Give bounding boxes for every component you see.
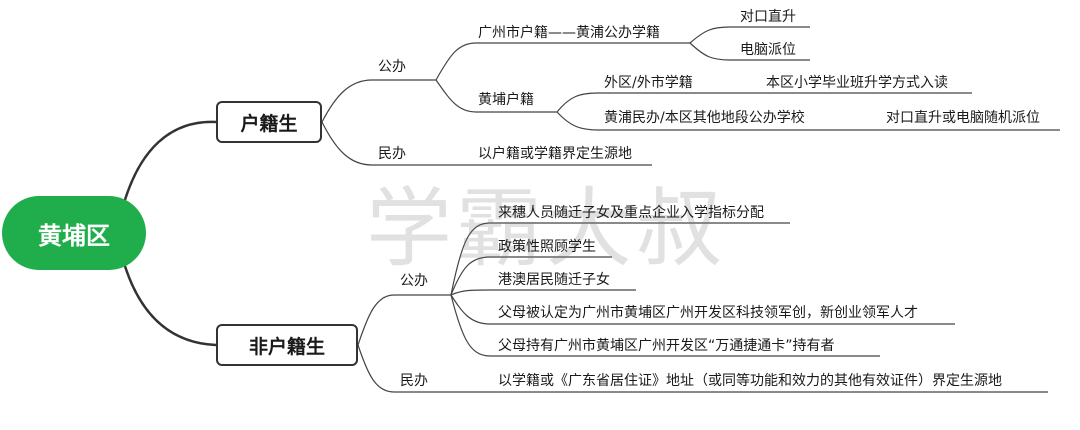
branch-connectors	[321, 26, 1060, 393]
connector-huji-minban	[321, 121, 466, 166]
leaf-feihuji-minban-detail[interactable]: 以学籍或《广东省居住证》地址（或同等功能和效力的其他有效证件）界定生源地	[498, 373, 1002, 389]
connector-root-feihuji	[122, 262, 217, 347]
node-huji[interactable]: 户籍生	[216, 101, 322, 143]
connector-huji-gongban	[321, 79, 436, 123]
node-huangpu-minban[interactable]: 黄浦民办/本区其他地段公办学校	[604, 110, 805, 126]
node-huangpu-huji[interactable]: 黄埔户籍	[478, 92, 534, 108]
connector-guangzhou-item2	[689, 42, 810, 61]
node-feihuji-gongban[interactable]: 公办	[400, 273, 428, 289]
leaf-gongban-item-4[interactable]: 父母被认定为广州市黄埔区广州开发区科技领军创，新创业领军人才	[498, 305, 918, 321]
leaf-minban-detail[interactable]: 对口直升或电脑随机派位	[886, 110, 1040, 126]
node-feihuji[interactable]: 非户籍生	[216, 324, 358, 366]
leaf-duikou-zhisheng[interactable]: 对口直升	[740, 9, 796, 25]
node-waiqu-xueji[interactable]: 外区/外市学籍	[604, 75, 693, 91]
leaf-gongban-item-3[interactable]: 港澳居民随迁子女	[498, 272, 610, 288]
leaf-diannao-paiwei[interactable]: 电脑派位	[740, 42, 796, 58]
leaf-gongban-item-1[interactable]: 来穗人员随迁子女及重点企业入学指标分配	[498, 205, 764, 221]
connector-gongban-guangzhou	[435, 42, 690, 81]
node-huji-minban[interactable]: 民办	[378, 146, 406, 162]
leaf-waiqu-detail[interactable]: 本区小学毕业班升学方式入读	[766, 75, 948, 91]
leaf-gongban-item-5[interactable]: 父母持有广州市黄埔区广州开发区“万通捷通卡”持有者	[498, 338, 835, 354]
connector-gongban-item2	[450, 256, 612, 296]
leaf-huji-minban-detail[interactable]: 以户籍或学籍界定生源地	[478, 146, 632, 162]
root-connectors	[122, 120, 217, 347]
connector-feihuji-gongban	[357, 294, 451, 346]
connector-gongban-item3	[450, 289, 636, 296]
node-guangzhou-huji[interactable]: 广州市户籍——黄浦公办学籍	[478, 25, 660, 41]
node-huji-gongban[interactable]: 公办	[378, 59, 406, 75]
connector-huangpu-waiqu	[556, 92, 716, 113]
connector-guangzhou-item1	[689, 26, 810, 44]
connector-gongban-huangpu	[435, 79, 557, 113]
leaf-gongban-item-2[interactable]: 政策性照顾学生	[498, 239, 596, 255]
node-feihuji-minban[interactable]: 民办	[400, 373, 428, 389]
connector-huangpu-minban	[556, 111, 828, 131]
connector-root-huji	[122, 120, 217, 204]
connector-gongban-item1	[450, 222, 790, 296]
connector-feihuji-minban	[357, 344, 490, 393]
connector-gongban-item4	[450, 294, 955, 325]
connector-gongban-item5	[450, 294, 880, 357]
root-node[interactable]: 黄埔区	[2, 196, 146, 270]
